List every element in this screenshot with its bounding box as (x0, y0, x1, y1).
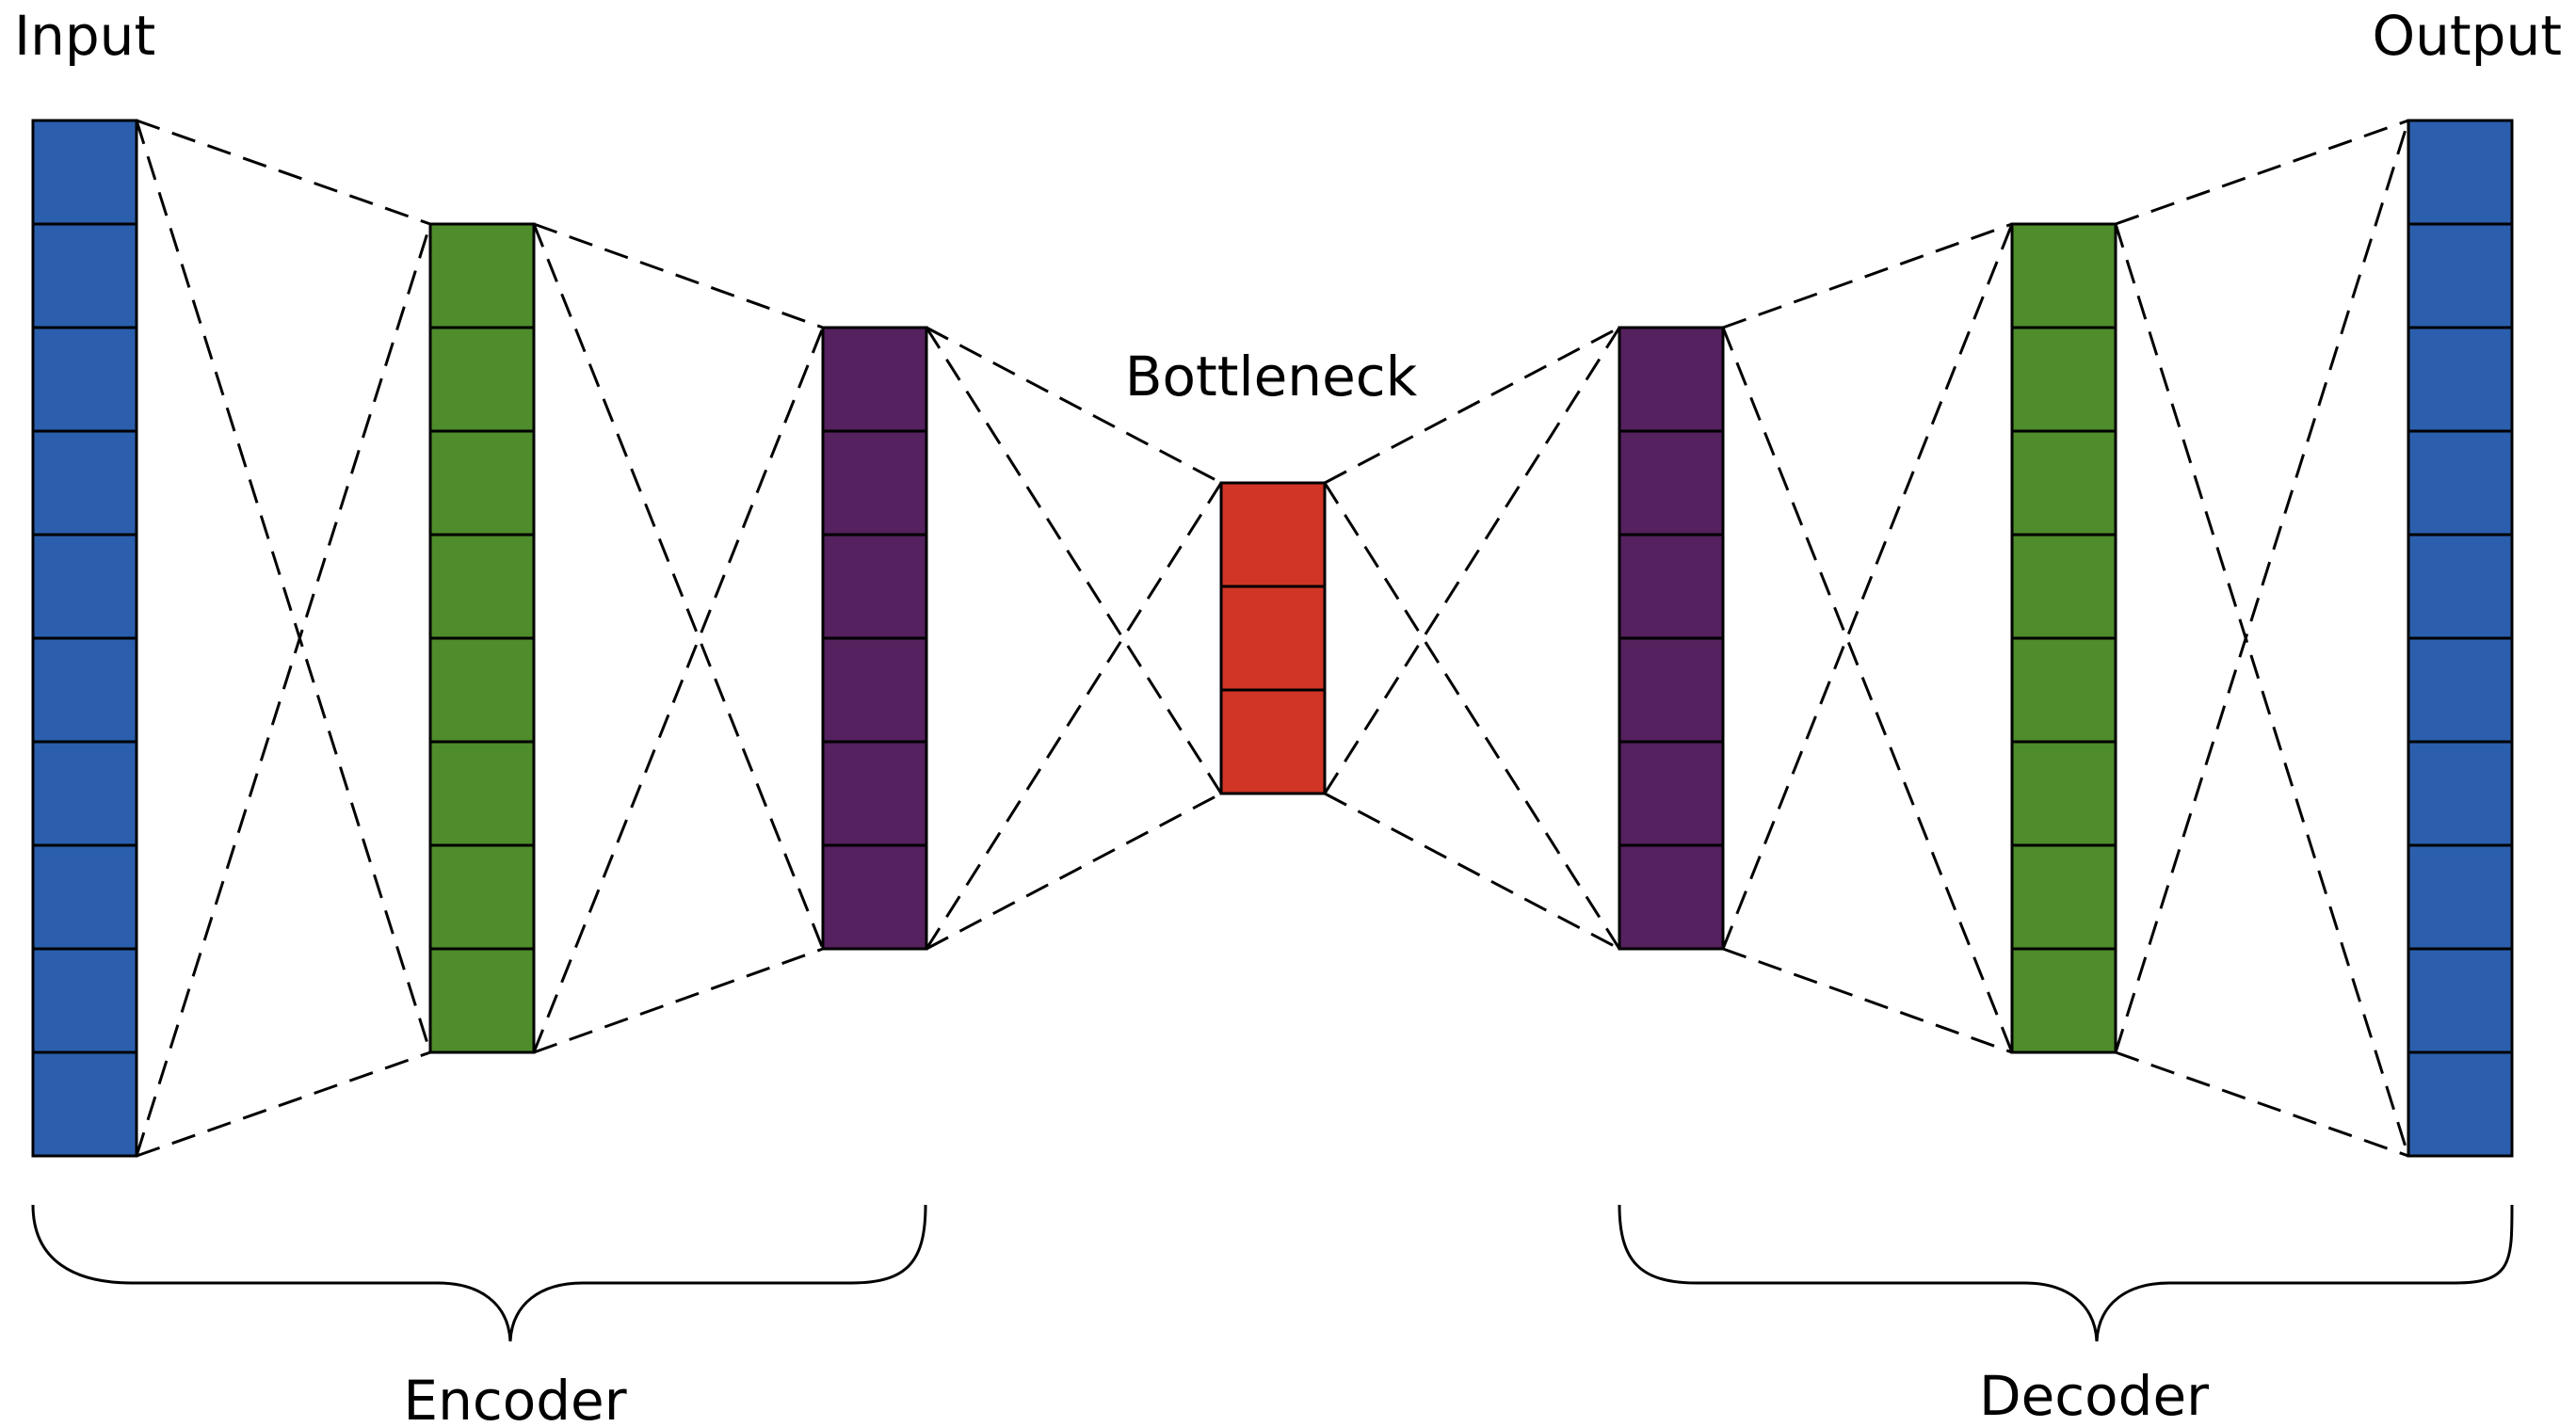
output-layer (2407, 119, 2514, 1158)
connector-decoder-hidden-2-to-output-layer (2115, 119, 2409, 226)
connector-bottleneck-layer-to-decoder-hidden-1 (1324, 326, 1620, 485)
connector-decoder-hidden-2-to-output-layer (2114, 120, 2410, 1053)
decoder-label: Decoder (1979, 1364, 2209, 1427)
connector-encoder-hidden-1-to-encoder-hidden-2 (532, 223, 825, 950)
bottleneck-layer-unit (1219, 585, 1327, 692)
output-label: Output (2373, 4, 2562, 68)
connector-encoder-hidden-2-to-bottleneck-layer (925, 482, 1223, 950)
decoder-hidden-1 (1618, 326, 1725, 951)
decoder-hidden-1-unit (1618, 740, 1725, 847)
output-layer-unit (2407, 843, 2514, 951)
output-layer-unit (2407, 1050, 2514, 1158)
input-layer-unit (31, 947, 138, 1054)
connector-encoder-hidden-2-to-bottleneck-layer (926, 792, 1222, 951)
connector-decoder-hidden-1-to-decoder-hidden-2 (1721, 327, 2014, 1053)
connector-input-layer-to-encoder-hidden-1 (136, 119, 431, 226)
decoder-hidden-2 (2010, 222, 2117, 1054)
input-layer-unit (31, 222, 138, 329)
connector-bottleneck-layer-to-decoder-hidden-1 (1324, 792, 1620, 951)
connector-encoder-hidden-1-to-encoder-hidden-2 (532, 327, 825, 1053)
encoder-hidden-1-unit (428, 429, 536, 537)
connector-decoder-hidden-1-to-decoder-hidden-2 (1722, 947, 2013, 1054)
encoder-hidden-1-unit (428, 222, 536, 329)
section-braces (31, 1204, 2514, 1342)
connector-bottleneck-layer-to-decoder-hidden-1 (1323, 482, 1621, 950)
encoder-label: Encoder (403, 1369, 626, 1427)
encoder-hidden-2-unit (821, 326, 928, 433)
encoder-hidden-2 (821, 326, 928, 951)
encoder-hidden-2-unit (821, 740, 928, 847)
connector-encoder-hidden-2-to-bottleneck-layer (925, 327, 1223, 794)
decoder-hidden-2-unit (2010, 947, 2117, 1054)
connector-decoder-hidden-2-to-output-layer (2114, 223, 2410, 1157)
input-layer-unit (31, 326, 138, 433)
input-layer-unit (31, 1050, 138, 1158)
output-layer-unit (2407, 740, 2514, 847)
decoder-hidden-2-unit (2010, 740, 2117, 847)
output-layer-unit (2407, 119, 2514, 226)
input-label: Input (14, 4, 155, 68)
decoder-hidden-1-unit (1618, 843, 1725, 951)
output-layer-unit (2407, 636, 2514, 744)
output-layer-unit (2407, 533, 2514, 640)
decoder-hidden-1-unit (1618, 326, 1725, 433)
decoder-brace (1618, 1204, 2514, 1342)
decoder-hidden-2-unit (2010, 429, 2117, 537)
decoder-hidden-2-unit (2010, 222, 2117, 329)
bottleneck-label: Bottleneck (1125, 345, 1418, 409)
encoder-brace (31, 1204, 927, 1342)
connector-input-layer-to-encoder-hidden-1 (135, 120, 432, 1053)
output-layer-unit (2407, 326, 2514, 433)
decoder-hidden-2-unit (2010, 636, 2117, 744)
decoder-hidden-1-unit (1618, 636, 1725, 744)
encoder-hidden-2-unit (821, 533, 928, 640)
encoder-hidden-1 (428, 222, 536, 1054)
decoder-hidden-2-unit (2010, 843, 2117, 951)
connector-decoder-hidden-1-to-decoder-hidden-2 (1721, 223, 2014, 950)
bottleneck-layer-unit (1219, 481, 1327, 588)
connector-decoder-hidden-1-to-decoder-hidden-2 (1722, 222, 2013, 329)
encoder-hidden-1-unit (428, 740, 536, 847)
connector-bottleneck-layer-to-decoder-hidden-1 (1323, 327, 1621, 794)
decoder-hidden-1-unit (1618, 429, 1725, 537)
connector-input-layer-to-encoder-hidden-1 (136, 1050, 431, 1158)
bottleneck-layer-unit (1219, 688, 1327, 795)
output-layer-unit (2407, 429, 2514, 537)
input-layer-unit (31, 636, 138, 744)
encoder-hidden-1-unit (428, 636, 536, 744)
encoder-hidden-1-unit (428, 326, 536, 433)
output-layer-unit (2407, 947, 2514, 1054)
encoder-hidden-2-unit (821, 843, 928, 951)
encoder-hidden-2-unit (821, 636, 928, 744)
input-layer-unit (31, 533, 138, 640)
bottleneck-layer (1219, 481, 1327, 795)
input-layer-unit (31, 843, 138, 951)
encoder-hidden-2-unit (821, 429, 928, 537)
output-layer-unit (2407, 222, 2514, 329)
connector-encoder-hidden-2-to-bottleneck-layer (926, 326, 1222, 485)
connector-encoder-hidden-1-to-encoder-hidden-2 (533, 222, 824, 329)
connection-lines (135, 119, 2410, 1158)
decoder-hidden-2-unit (2010, 533, 2117, 640)
decoder-hidden-2-unit (2010, 326, 2117, 433)
network-layers (31, 119, 2514, 1158)
connector-encoder-hidden-1-to-encoder-hidden-2 (533, 947, 824, 1054)
input-layer-unit (31, 740, 138, 847)
connector-input-layer-to-encoder-hidden-1 (135, 223, 432, 1157)
decoder-hidden-1-unit (1618, 533, 1725, 640)
encoder-hidden-1-unit (428, 843, 536, 951)
input-layer-unit (31, 429, 138, 537)
encoder-hidden-1-unit (428, 947, 536, 1054)
connector-decoder-hidden-2-to-output-layer (2115, 1050, 2409, 1158)
input-layer (31, 119, 138, 1158)
input-layer-unit (31, 119, 138, 226)
encoder-hidden-1-unit (428, 533, 536, 640)
